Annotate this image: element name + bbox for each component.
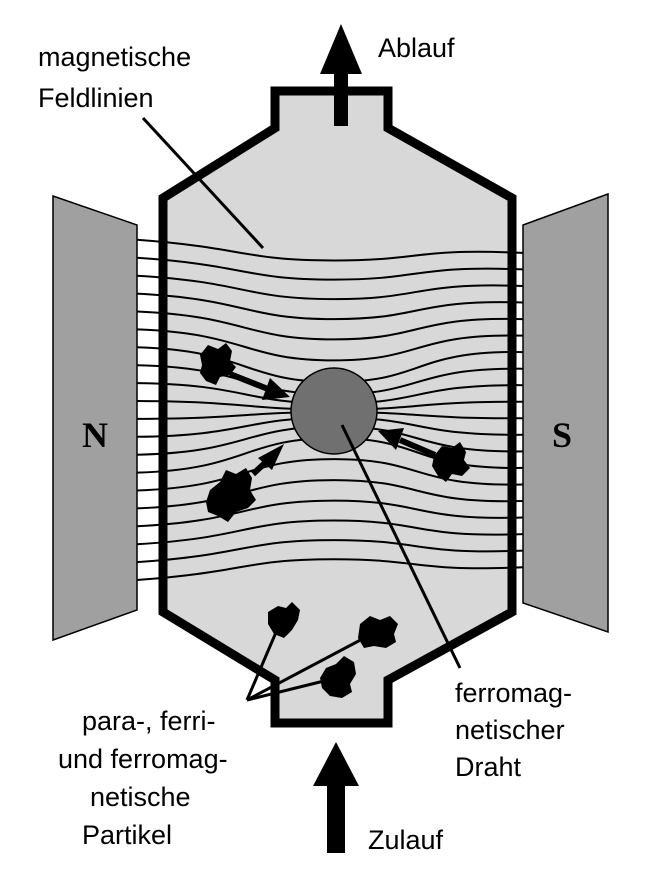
inlet-arrow — [313, 742, 359, 853]
particles-label-4: Partikel — [82, 820, 172, 850]
field-line — [136, 328, 524, 362]
field-lines-label-2: Feldlinien — [38, 83, 154, 113]
particle-upper-left — [200, 343, 236, 385]
field-line — [136, 519, 524, 546]
outlet-arrow — [320, 24, 362, 126]
wire-leader — [340, 424, 462, 669]
field-line — [136, 274, 524, 301]
field-line — [136, 256, 524, 281]
south-pole-label: S — [552, 415, 572, 455]
field-line — [136, 539, 524, 564]
particles-label-2: und ferromag- — [58, 744, 228, 774]
field-line — [136, 458, 524, 492]
particle-leader-1 — [245, 629, 279, 701]
wire-label-1: ferromag- — [455, 678, 572, 708]
particle-right — [432, 442, 470, 482]
particle-bottom-1 — [268, 602, 300, 638]
north-pole-label: N — [82, 415, 108, 455]
south-magnet — [522, 192, 609, 634]
particles — [200, 343, 470, 698]
outlet-label: Ablauf — [378, 33, 455, 63]
particles-label-1: para-, ferri- — [82, 706, 216, 736]
field-line — [136, 292, 524, 321]
particle-bottom-3 — [320, 656, 356, 698]
leader-lines — [141, 116, 462, 702]
particle-bottom-2 — [358, 616, 398, 648]
inlet-label: Zulauf — [368, 825, 444, 855]
field-line — [136, 499, 524, 528]
field-lines-label-1: magnetische — [38, 42, 191, 72]
particle-leader-3 — [246, 678, 329, 702]
particles-label-3: netische — [90, 782, 191, 812]
ferromagnetic-wire — [290, 367, 378, 455]
field-line-leader — [141, 116, 265, 250]
field-line — [136, 238, 524, 262]
field-line — [136, 558, 524, 581]
north-magnet — [52, 194, 138, 642]
particle-leader-2 — [246, 634, 369, 702]
attraction-arrows — [228, 371, 437, 477]
particle-lower-left — [206, 468, 256, 522]
wire-label-3: Draht — [455, 752, 522, 782]
wire-label-2: netischer — [455, 715, 565, 745]
field-line — [136, 310, 524, 341]
